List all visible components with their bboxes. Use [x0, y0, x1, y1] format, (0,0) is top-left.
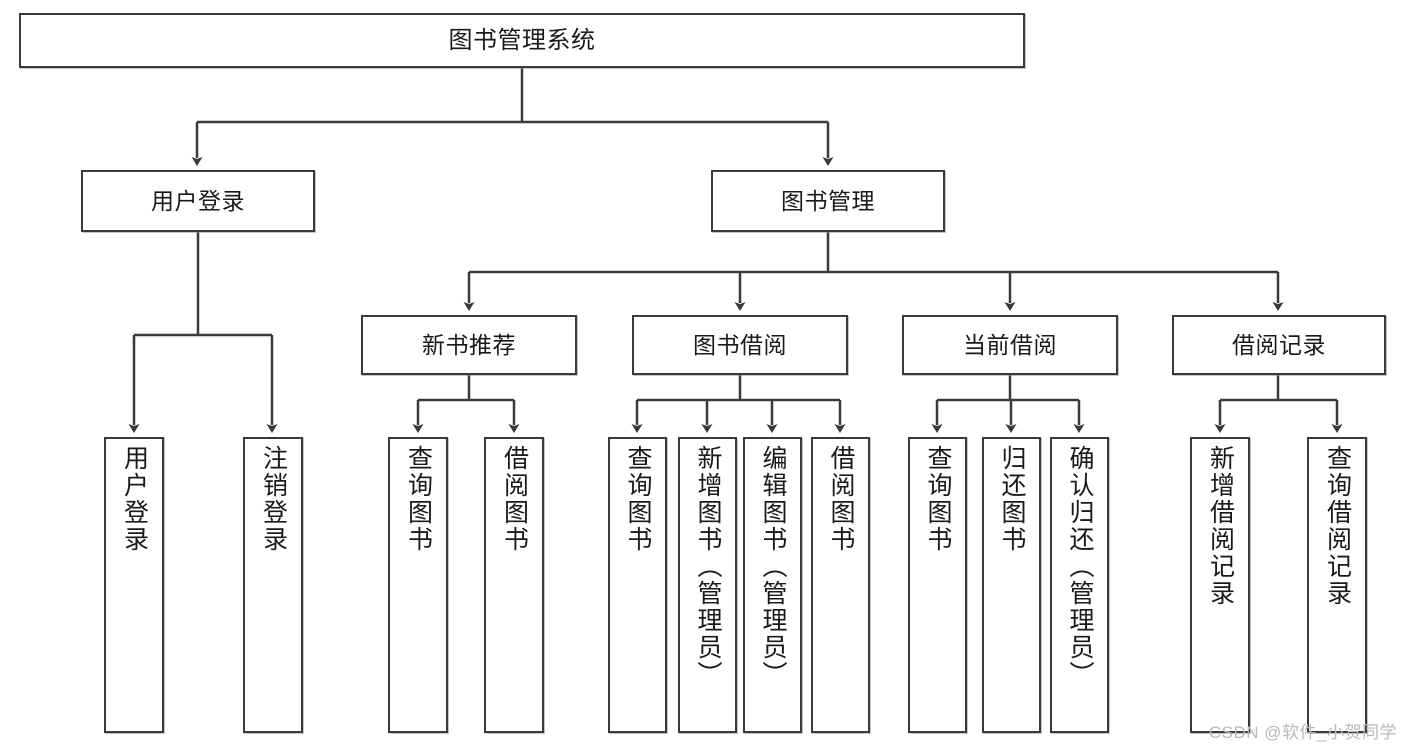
- node-user-login[interactable]: 用户登录: [81, 170, 315, 232]
- node-leaf-borrow-book[interactable]: 借阅图书: [811, 437, 870, 733]
- node-leaf-user-login[interactable]: 用户登录: [104, 437, 164, 733]
- node-leaf-add-book-label: 新增图书（管理员）: [694, 445, 722, 688]
- node-leaf-add-record[interactable]: 新增借阅记录: [1190, 437, 1250, 733]
- node-leaf-query-book-rec-label: 查询图书: [404, 445, 433, 553]
- node-current-borrow[interactable]: 当前借阅: [902, 315, 1118, 375]
- node-book-manage[interactable]: 图书管理: [711, 170, 945, 232]
- node-leaf-borrow-book-rec-label: 借阅图书: [500, 445, 529, 553]
- node-root-label: 图书管理系统: [448, 26, 596, 54]
- node-leaf-query-book[interactable]: 查询图书: [608, 437, 667, 733]
- node-leaf-borrow-book-label: 借阅图书: [827, 445, 855, 553]
- node-leaf-return-book-label: 归还图书: [998, 445, 1026, 553]
- node-leaf-query-book-cur[interactable]: 查询图书: [908, 437, 967, 733]
- node-leaf-confirm-return[interactable]: 确认归还（管理员）: [1050, 437, 1109, 733]
- node-new-book-rec[interactable]: 新书推荐: [361, 315, 577, 375]
- node-leaf-edit-book-label: 编辑图书（管理员）: [759, 445, 787, 688]
- watermark: CSDN @软件_小贺同学: [1208, 723, 1397, 742]
- node-current-borrow-label: 当前借阅: [963, 331, 1057, 358]
- node-leaf-user-login-label: 用户登录: [120, 445, 149, 553]
- node-borrow-record[interactable]: 借阅记录: [1172, 315, 1386, 375]
- node-leaf-edit-book[interactable]: 编辑图书（管理员）: [743, 437, 802, 733]
- node-book-borrow-label: 图书借阅: [693, 331, 787, 358]
- node-book-borrow[interactable]: 图书借阅: [632, 315, 848, 375]
- node-leaf-logout[interactable]: 注销登录: [243, 437, 303, 733]
- node-leaf-query-book-cur-label: 查询图书: [924, 445, 952, 553]
- node-leaf-confirm-return-label: 确认归还（管理员）: [1066, 445, 1094, 688]
- node-leaf-add-record-label: 新增借阅记录: [1206, 445, 1235, 607]
- node-leaf-query-record-label: 查询借阅记录: [1323, 445, 1352, 607]
- node-borrow-record-label: 借阅记录: [1232, 331, 1326, 358]
- node-leaf-query-book-rec[interactable]: 查询图书: [388, 437, 448, 733]
- node-leaf-return-book[interactable]: 归还图书: [982, 437, 1041, 733]
- node-leaf-add-book[interactable]: 新增图书（管理员）: [678, 437, 737, 733]
- node-book-manage-label: 图书管理: [781, 187, 875, 214]
- node-leaf-logout-label: 注销登录: [259, 445, 288, 553]
- node-leaf-borrow-book-rec[interactable]: 借阅图书: [484, 437, 544, 733]
- node-leaf-query-record[interactable]: 查询借阅记录: [1307, 437, 1367, 733]
- node-leaf-query-book-label: 查询图书: [624, 445, 652, 553]
- node-root[interactable]: 图书管理系统: [19, 13, 1025, 68]
- node-new-book-rec-label: 新书推荐: [422, 331, 516, 358]
- node-user-login-label: 用户登录: [151, 187, 245, 214]
